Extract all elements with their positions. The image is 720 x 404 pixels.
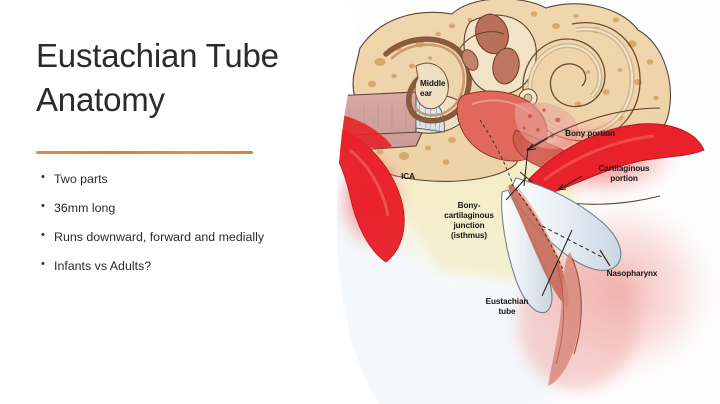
label-nasopharynx: Nasopharynx: [606, 269, 658, 278]
label-bony-cartilaginous-junction: Bony- cartilaginous junction (isthmus): [444, 201, 494, 240]
page-title: Eustachian Tube Anatomy: [36, 37, 279, 118]
anatomy-figure: Middle ear ICA Bony portion Cartilaginou…: [320, 0, 720, 404]
list-item: Infants vs Adults?: [40, 257, 310, 275]
list-item: Two parts: [40, 170, 310, 188]
text-column: Eustachian Tube Anatomy Two parts 36mm l…: [0, 0, 330, 404]
bullet-list: Two parts 36mm long Runs downward, forwa…: [40, 170, 310, 287]
label-ica: ICA: [401, 172, 415, 181]
anatomy-illustration-svg: [336, 0, 720, 404]
label-eustachian-tube: Eustachian tube: [485, 297, 529, 316]
figure-body: [336, 0, 720, 404]
label-bony-portion: Bony portion: [565, 129, 615, 138]
title-underline-rule: [36, 151, 253, 154]
leader-lines: [505, 137, 583, 297]
label-cartilaginous-portion: Cartilaginous portion: [598, 164, 650, 183]
label-middle-ear: Middle ear: [420, 79, 446, 98]
list-item: 36mm long: [40, 199, 310, 217]
list-item: Runs downward, forward and medially: [40, 228, 310, 246]
